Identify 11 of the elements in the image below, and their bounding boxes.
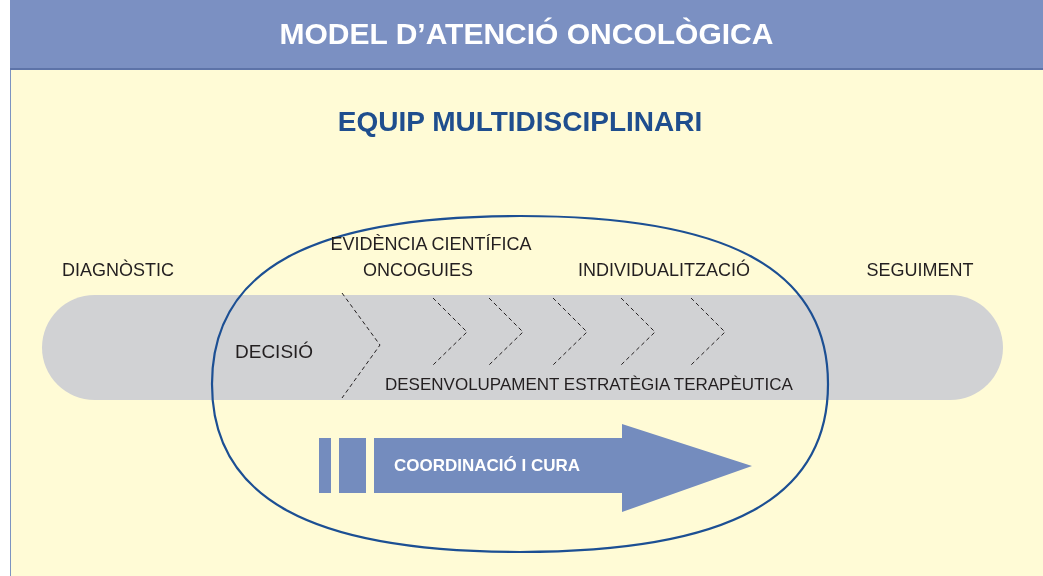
concept-label: EVIDÈNCIA CIENTÍFICA bbox=[330, 233, 532, 255]
concept-label: INDIVIDUALITZACIÓ bbox=[578, 259, 750, 281]
concept-label: ONCOGUIES bbox=[363, 259, 473, 281]
stage-label: DIAGNÒSTIC bbox=[62, 259, 174, 281]
stage-label: DECISIÓ bbox=[235, 341, 314, 363]
block-arrow bbox=[319, 424, 752, 512]
arrow-label: COORDINACIÓ I CURA bbox=[394, 456, 581, 476]
title: MODEL D’ATENCIÓ ONCOLÒGICA bbox=[279, 17, 774, 51]
stage-label: DESENVOLUPAMENT ESTRATÈGIA TERAPÈUTICA bbox=[385, 375, 793, 395]
section-heading: EQUIP MULTIDISCIPLINARI bbox=[337, 106, 703, 138]
stage-label: SEGUIMENT bbox=[866, 259, 974, 281]
